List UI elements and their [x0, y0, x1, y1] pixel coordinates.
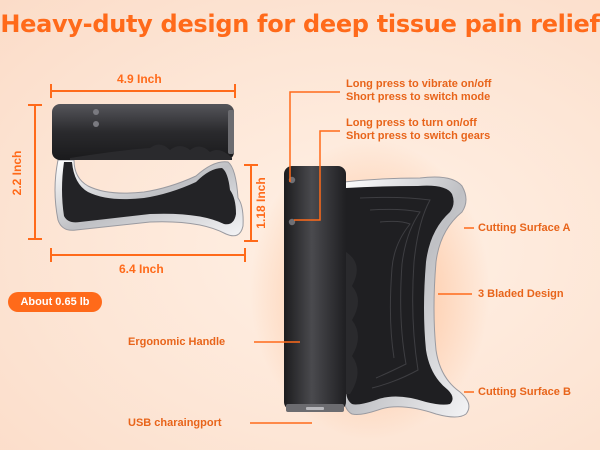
top-dimension-line: [50, 90, 236, 92]
top-width-label: 4.9 Inch: [117, 72, 162, 86]
bottom-dimension-line: [50, 254, 246, 256]
height-label: 2.2 Inch: [10, 150, 24, 196]
usb-port-label: USB charaingport: [128, 417, 222, 429]
blade-height-tick-top: [244, 164, 258, 166]
small-body: [52, 104, 234, 160]
height-dimension-tick-top: [28, 104, 42, 106]
small-device-view: [52, 104, 244, 237]
blade-height-tick-bottom: [244, 240, 258, 242]
vibrate-callout-line-2: Short press to switch mode: [346, 91, 491, 103]
ergonomic-handle-label: Ergonomic Handle: [128, 336, 226, 348]
small-end-cap: [228, 110, 234, 154]
contour-lines: [359, 196, 431, 389]
small-blade-inner: [62, 162, 236, 225]
height-dimension-line: [34, 104, 36, 240]
three-blade-design-label: 3 Bladed Design: [478, 288, 564, 300]
height-dimension-tick-bottom: [28, 238, 42, 240]
weight-badge: About 0.65 lb: [8, 292, 102, 312]
top-dimension-tick-right: [234, 84, 236, 98]
large-device-view: [250, 140, 490, 440]
small-button-2: [93, 121, 99, 127]
top-dimension-tick-left: [50, 84, 52, 98]
power-callout-line-1: Long press to turn on/off: [346, 117, 477, 129]
blade-height-dimension-line: [250, 164, 252, 242]
large-button-2: [288, 218, 296, 226]
bottom-width-label: 6.4 Inch: [119, 262, 164, 276]
cutting-surface-a-label: Cutting Surface A: [478, 222, 571, 234]
vibrate-callout: Long press to vibrate on/off Short press…: [346, 78, 491, 104]
large-grip: [346, 252, 358, 394]
bottom-dimension-tick-right: [244, 248, 246, 262]
small-grip: [70, 144, 232, 160]
callout-leaders: [250, 91, 474, 424]
cutting-surface-b-label: Cutting Surface B: [478, 386, 571, 398]
large-body: [284, 166, 346, 410]
headline: Heavy-duty design for deep tissue pain r…: [0, 10, 600, 38]
vibrate-callout-line-1: Long press to vibrate on/off: [346, 78, 492, 90]
small-button-1: [93, 109, 99, 115]
bottom-dimension-tick-left: [50, 248, 52, 262]
power-callout-line-2: Short press to switch gears: [346, 130, 491, 142]
large-blade-inner: [346, 185, 454, 405]
usb-port: [306, 407, 324, 410]
power-callout: Long press to turn on/off Short press to…: [346, 117, 490, 143]
blade-height-label: 1.18 Inch: [254, 177, 268, 229]
